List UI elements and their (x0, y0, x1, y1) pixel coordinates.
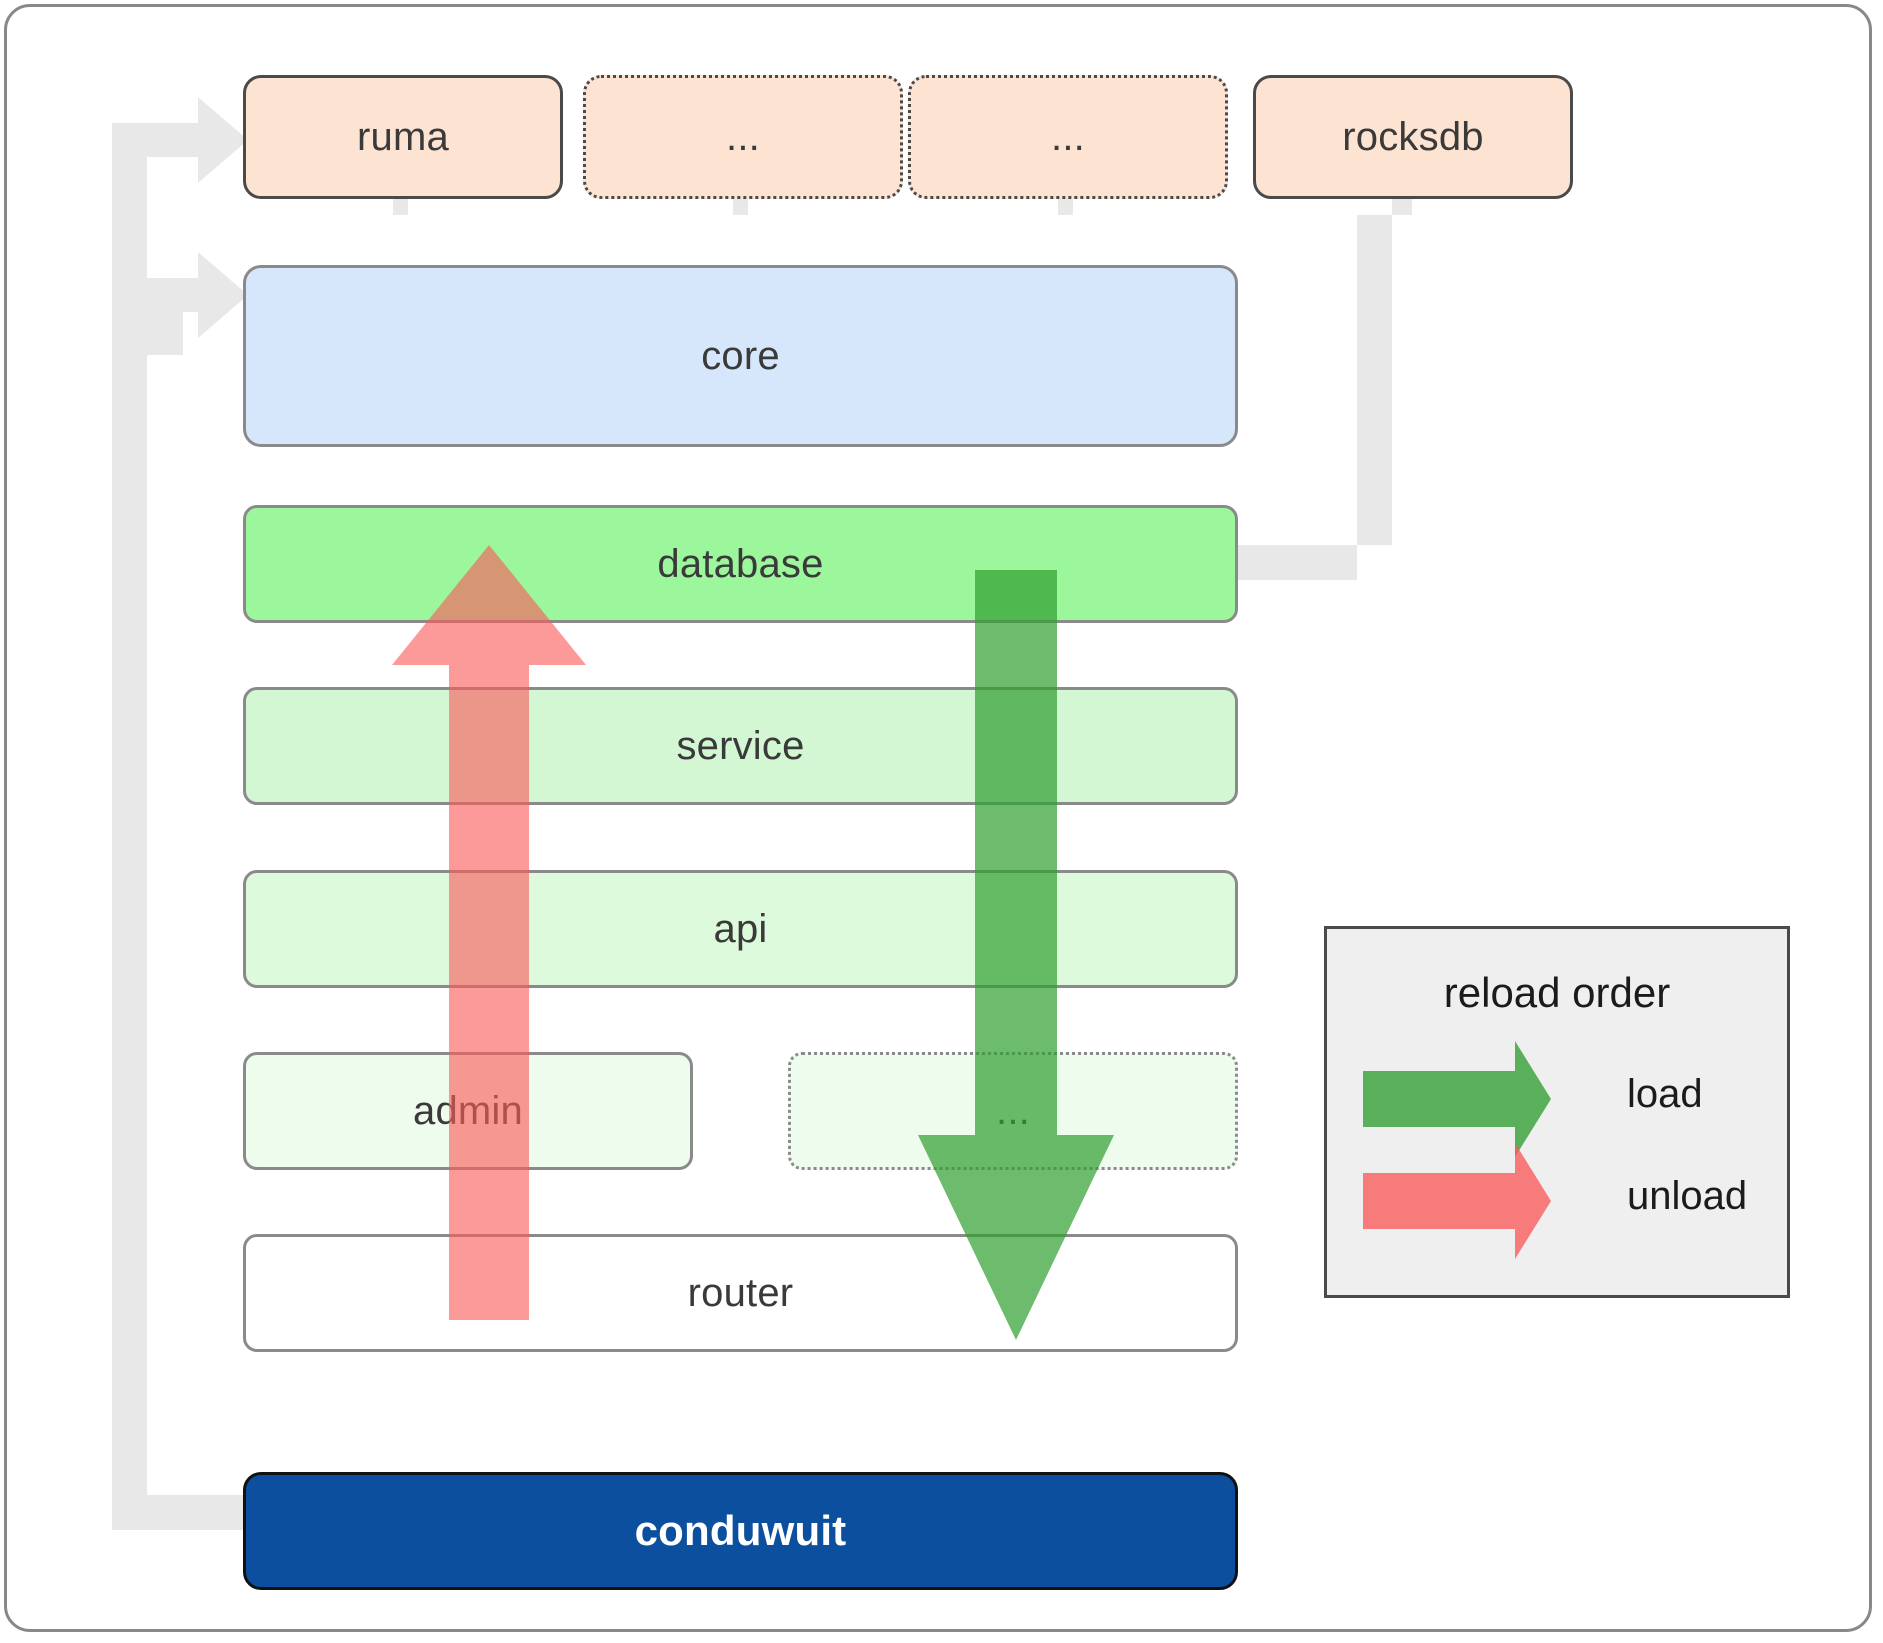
binary-label: conduwuit (634, 1507, 847, 1554)
legend-title: reload order (1443, 969, 1671, 1016)
dependency-box-ellipsis-1[interactable]: ... (583, 75, 903, 199)
stack-label: service (676, 723, 805, 768)
core-box[interactable]: core (243, 265, 1238, 447)
stack-box-database[interactable]: database (243, 505, 1238, 623)
dependency-label: ruma (357, 114, 449, 159)
stack-box-service[interactable]: service (243, 687, 1238, 805)
stack-box-router[interactable]: router (243, 1234, 1238, 1352)
dependency-box-ruma[interactable]: ruma (243, 75, 563, 199)
legend-load-arrow-icon (1363, 1041, 1551, 1157)
dependency-box-rocksdb[interactable]: rocksdb (1253, 75, 1573, 199)
stack-label: database (657, 541, 824, 586)
dependency-label: ... (726, 114, 760, 159)
legend-label-unload: unload (1627, 1174, 1748, 1218)
stack-box-ellipsis[interactable]: ... (788, 1052, 1238, 1170)
stack-label: ... (996, 1088, 1030, 1133)
dependency-label: rocksdb (1342, 114, 1484, 159)
core-label: core (701, 333, 780, 378)
stack-label: admin (413, 1088, 523, 1133)
legend-label-load: load (1627, 1072, 1703, 1116)
stack-box-admin[interactable]: admin (243, 1052, 693, 1170)
stack-label: router (687, 1270, 794, 1315)
binary-box-conduwuit[interactable]: conduwuit (243, 1472, 1238, 1590)
dependency-box-ellipsis-2[interactable]: ... (908, 75, 1228, 199)
legend-unload-arrow-icon (1363, 1143, 1551, 1259)
legend-arrow-glyphs (1363, 1041, 1551, 1259)
stack-box-api[interactable]: api (243, 870, 1238, 988)
legend-panel: reload order load unload (1324, 926, 1790, 1298)
diagram-frame (4, 4, 1872, 1632)
dependency-label: ... (1051, 114, 1085, 159)
stack-label: api (713, 906, 768, 951)
